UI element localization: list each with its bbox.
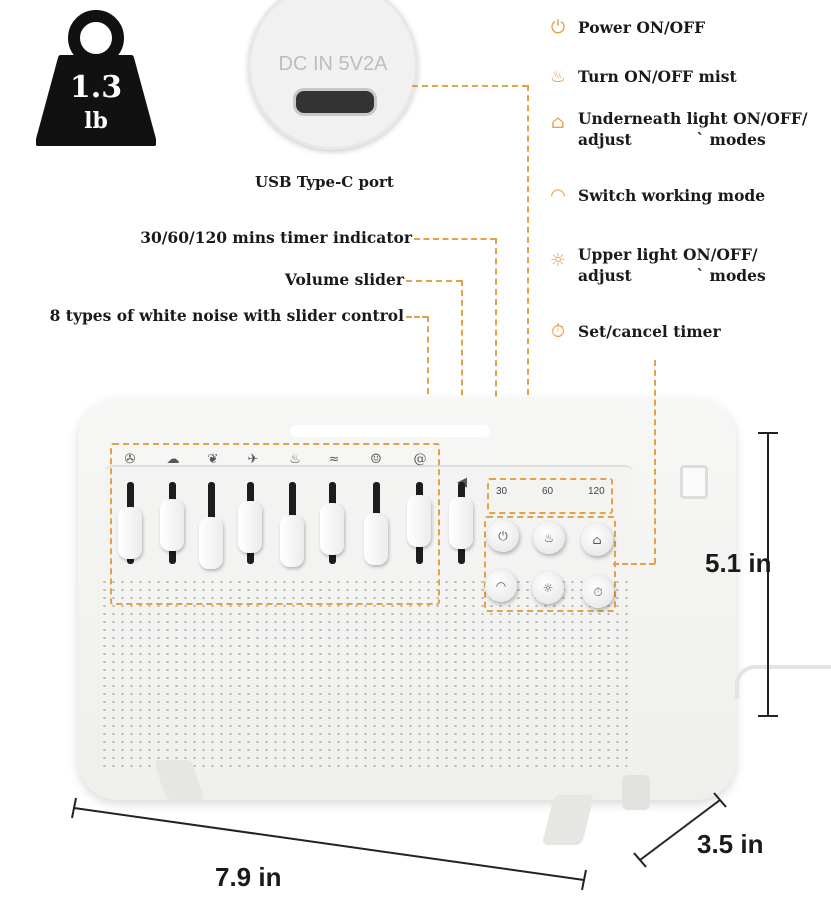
power-icon: ⏻ [550, 17, 566, 38]
noise-callout-box [110, 443, 440, 605]
fire-icon: ♨ [289, 452, 301, 467]
underneath-light-icon: ⌂ [551, 112, 565, 133]
upper-light-strip [290, 425, 490, 437]
mist-icon: ♨ [549, 66, 567, 87]
noise-slider-1-knob[interactable] [118, 507, 142, 559]
callout-line [654, 360, 656, 564]
callout-line [495, 238, 497, 478]
depth-dimension: 3.5 in [697, 829, 764, 859]
upper-light-icon: ☼ [549, 250, 567, 271]
noise-slider-6-knob[interactable] [320, 503, 344, 555]
legend-underneath-light: Underneath light ON/OFF/ [578, 109, 808, 128]
port-label: USB Type-C port [255, 173, 394, 191]
power-cable [735, 665, 831, 699]
power-button[interactable]: ⏻ [487, 520, 519, 552]
noise-label: 8 types of white noise with slider contr… [49, 306, 404, 325]
legend-upper-light-2: adjust ` modes [578, 266, 766, 285]
legend-timer: Set/cancel timer [578, 322, 721, 341]
underneath-light-button[interactable]: ⌂ [581, 524, 613, 556]
timer-30: 30 [496, 486, 508, 497]
side-port [680, 465, 708, 499]
noise-slider-5-knob[interactable] [280, 515, 304, 567]
snail-icon: @ [413, 452, 427, 467]
timer-callout-box [487, 478, 613, 514]
volume-slider-knob[interactable] [449, 497, 473, 549]
weight-icon [36, 10, 156, 146]
leaf-icon: ❦ [207, 452, 219, 467]
legend-mist: Turn ON/OFF mist [578, 67, 737, 86]
callout-line [406, 316, 428, 318]
usb-c-port [293, 88, 377, 116]
noise-slider-2-knob[interactable] [160, 499, 184, 551]
timer-button[interactable]: ⏱ [582, 576, 614, 608]
bird-icon: ✈ [247, 452, 259, 467]
noise-slider-8-knob[interactable] [407, 495, 431, 547]
thunder-icon: ☁ [166, 452, 180, 467]
height-dimension: 5.1 in [705, 548, 772, 578]
noise-slider-7-knob[interactable] [364, 513, 388, 565]
frog-icon: ☺ [370, 452, 382, 467]
weight-unit: lb [84, 108, 108, 134]
width-dimension: 7.9 in [215, 862, 282, 892]
mode-icon: ◠ [550, 185, 566, 206]
timer-indicator-label: 30/60/120 mins timer indicator [140, 228, 412, 247]
stream-icon: ≈ [328, 452, 340, 467]
legend-power: Power ON/OFF [578, 18, 706, 37]
upper-light-button[interactable]: ☼ [532, 572, 564, 604]
legend-upper-light: Upper light ON/OFF/ [578, 245, 758, 264]
mist-button[interactable]: ♨ [533, 522, 565, 554]
timer-120: 120 [588, 486, 605, 497]
callout-line [412, 85, 528, 87]
callout-line [527, 85, 529, 405]
leg [622, 775, 650, 810]
port-print: DC IN 5V2A [278, 53, 388, 75]
weight-value: 1.3 [69, 70, 123, 105]
callout-line [461, 280, 463, 465]
volume-label: Volume slider [284, 270, 404, 289]
callout-line [613, 563, 655, 565]
callout-line [427, 316, 429, 466]
noise-slider-3-knob[interactable] [199, 517, 223, 569]
noise-slider-4-knob[interactable] [238, 501, 262, 553]
timer-icon: ⏱ [550, 321, 566, 342]
callout-line [414, 238, 496, 240]
fan-icon: ✇ [124, 452, 136, 467]
callout-line [406, 280, 462, 282]
legend-mode: Switch working mode [578, 186, 766, 205]
mode-button[interactable]: ◠ [485, 570, 517, 602]
port-closeup: DC IN 5V2A [248, 0, 418, 150]
legend-underneath-light-2: adjust ` modes [578, 130, 766, 149]
timer-60: 60 [542, 486, 554, 497]
speaker-grille [100, 578, 628, 768]
